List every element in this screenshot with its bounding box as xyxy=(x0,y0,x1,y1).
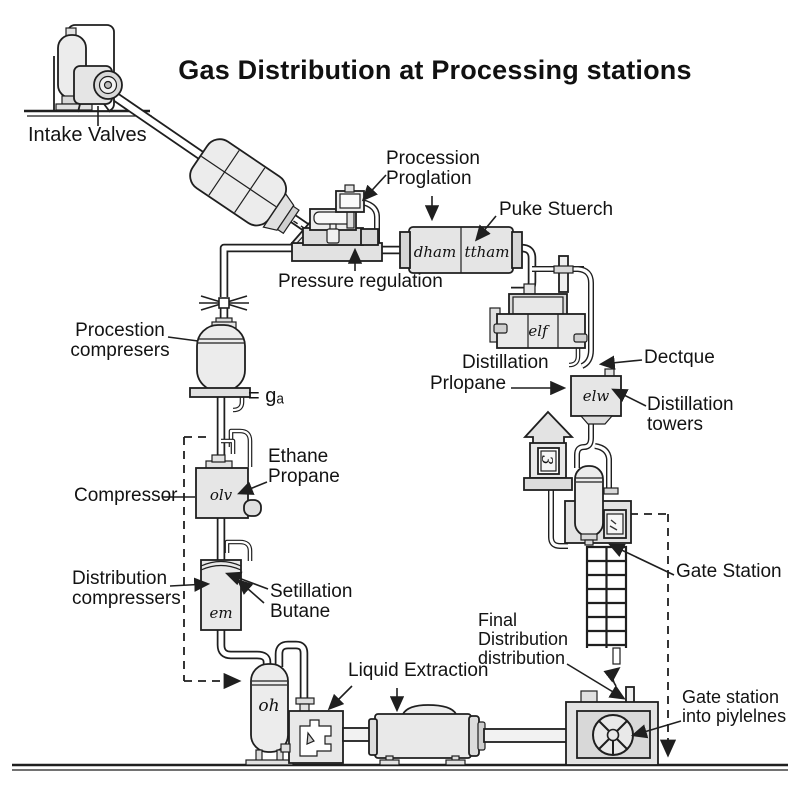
liquid-extraction-unit xyxy=(280,697,376,764)
drum-text-right: ttham xyxy=(465,243,510,261)
label-gate-station: Gate Station xyxy=(676,561,782,582)
gate-station-box xyxy=(565,667,659,766)
drum-text-left: dham xyxy=(414,243,456,261)
elf-text: elf xyxy=(528,322,550,340)
distillation-tower-box-elw: elw xyxy=(570,368,622,425)
label-procession-proglation: Procession Proglation xyxy=(386,148,480,190)
filter-drum xyxy=(189,138,300,235)
tower-house: 3 xyxy=(522,410,575,491)
fan-icon xyxy=(592,714,634,756)
gauge xyxy=(335,184,365,229)
label-intake-valves: Intake Valves xyxy=(28,124,147,146)
label-distillation-line2: Prlopane xyxy=(430,373,507,394)
dashed-boundary-left xyxy=(183,436,242,690)
separator-drum: dham ttham xyxy=(399,226,523,274)
house-text: 3 xyxy=(538,455,556,465)
intake-valve-unit xyxy=(53,24,123,126)
vessel-text: oh xyxy=(258,696,279,716)
label-pressure-regulation: Pressure regulation xyxy=(278,271,443,292)
procession-compressor-tank xyxy=(189,295,251,398)
label-dectque: Dectque xyxy=(644,347,715,368)
gate-station-upper xyxy=(564,465,632,665)
label-distillation-line1: Distillation xyxy=(462,352,549,373)
page-title: Gas Distribution at Processing stations xyxy=(178,55,692,85)
flange-fitting xyxy=(553,255,574,293)
extraction-machine xyxy=(368,704,569,766)
leader-lines xyxy=(162,174,682,739)
label-distillation-towers: Distillation towers xyxy=(647,394,734,436)
label-distribution-compressers: Distribution compressers xyxy=(72,568,181,610)
butterfly-valve-icon xyxy=(199,295,249,311)
label-gas-note: = gₐ xyxy=(248,385,284,407)
label-puke-stuerch: Puke Stuerch xyxy=(499,199,614,220)
compressor-text: olv xyxy=(210,486,233,504)
label-setillation-butane: Setillation Butane xyxy=(270,581,353,623)
label-procestion-compresers: Procestion compresers xyxy=(70,320,170,362)
dashed-boundary-right xyxy=(630,513,677,758)
elw-text: elw xyxy=(583,387,610,405)
bottom-vessel: oh xyxy=(245,663,294,766)
panel-icon xyxy=(603,509,627,539)
label-gate-station-into: Gate station into piylelnes xyxy=(682,687,787,727)
label-compressor: Compressor xyxy=(74,485,178,506)
ladder-grid xyxy=(585,545,628,648)
cylinder-text: em xyxy=(209,604,232,622)
label-final-distribution: Final Distribution distribution xyxy=(478,610,569,669)
puzzle-icon xyxy=(299,719,332,757)
distillation-unit-elf: elf xyxy=(489,283,588,349)
label-liquid-extraction: Liquid Extraction xyxy=(348,660,489,681)
label-ethane-propane: Ethane Propane xyxy=(268,446,340,488)
distribution-cylinder: em xyxy=(200,559,242,631)
